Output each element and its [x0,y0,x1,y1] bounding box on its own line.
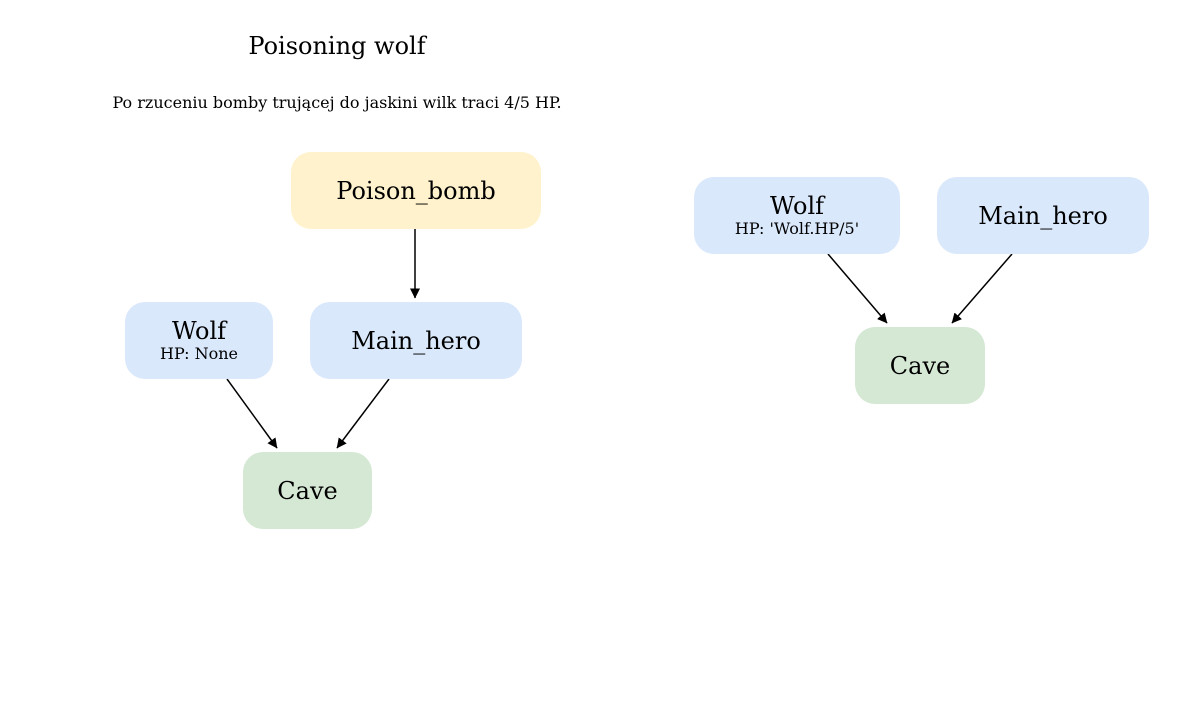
node-attribute: HP: 'Wolf.HP/5' [734,218,860,238]
node-label: Main_hero [978,201,1108,230]
edge-main-hero-to-cave-after [951,253,1013,324]
node-label: Poison_bomb [336,176,496,205]
node-cave: Cave [243,452,372,529]
node-main-hero-after: Main_hero [937,177,1149,254]
edge-wolf-to-cave [226,378,278,449]
node-label: Main_hero [351,326,481,355]
node-attribute: HP: None [159,343,239,363]
node-label: Wolf [769,191,825,220]
node-label: Wolf [171,316,227,345]
diagram-subtitle: Po rzuceniu bomby trującej do jaskini wi… [112,93,562,112]
node-label: Cave [277,476,338,505]
node-label: Cave [889,351,951,380]
edge-main-hero-to-cave [336,378,390,449]
node-wolf-after: Wolf HP: 'Wolf.HP/5' [694,177,900,254]
node-cave-after: Cave [855,327,985,404]
node-main-hero: Main_hero [310,302,522,379]
node-wolf: Wolf HP: None [125,302,273,379]
diagram-title: Poisoning wolf [248,32,426,60]
edge-wolf-to-cave-after [827,253,888,324]
node-poison-bomb: Poison_bomb [291,152,541,229]
